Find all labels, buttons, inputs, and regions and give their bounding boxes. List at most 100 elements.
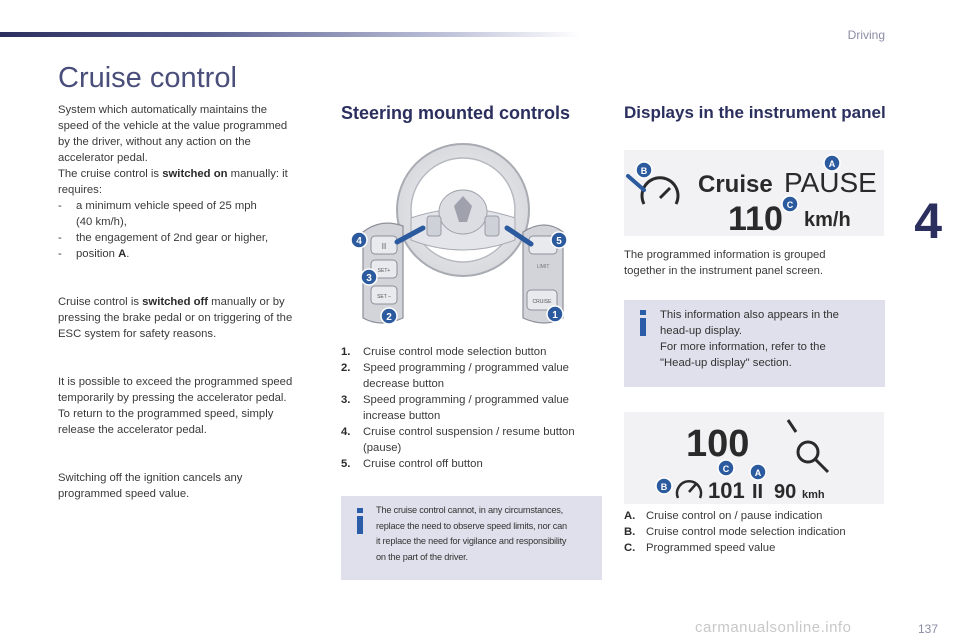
intro-line: by the driver, without any action on the: [58, 136, 251, 148]
steering-wheel: [396, 143, 530, 277]
intro-column: System which automatically maintains the…: [58, 102, 320, 502]
switched-on-bold: switched on: [162, 168, 228, 180]
header-gradient-bar: [0, 32, 580, 37]
callout-c: C: [781, 195, 799, 213]
speed-unit: km/h: [804, 209, 851, 231]
note-line: it replace the need for vigilance and re…: [376, 536, 567, 546]
info-icon: [640, 310, 646, 336]
item-text: increase button: [363, 410, 441, 422]
legend-item: B. Cruise control mode selection indicati…: [624, 524, 886, 540]
callout-letter: A: [755, 468, 762, 478]
callout-a: A: [823, 154, 841, 172]
limit-label: LIMIT: [537, 264, 550, 270]
callout-letter: B: [641, 166, 648, 176]
callout-2: 2: [380, 307, 398, 325]
item-number: 2.: [341, 362, 351, 374]
text: The cruise control is: [58, 168, 163, 180]
callout-number: 1: [552, 310, 558, 321]
callout-3: 3: [360, 268, 378, 286]
cruise-label: CRUISE: [533, 299, 553, 305]
cruise-word: Cruise: [698, 171, 773, 198]
callout-b: B: [655, 477, 673, 495]
callout-number: 5: [556, 236, 562, 247]
cruise-pause-display: Cruise PAUSE 110 km/h A B C: [624, 150, 884, 236]
legend-item: A.Cruise control on / pause indication: [624, 508, 886, 524]
text: manually: it: [227, 168, 288, 180]
callout-1: 1: [546, 305, 564, 323]
position-bold: A: [118, 248, 127, 260]
item-text: Cruise control off button: [363, 458, 483, 470]
requirement-text: a minimum vehicle speed of 25 mph: [76, 200, 257, 212]
requirement-text: the engagement of 2nd gear or higher,: [76, 232, 269, 244]
description-line: together in the instrument panel screen.: [624, 265, 824, 277]
requirement-item: -the engagement of 2nd gear or higher,: [58, 230, 320, 246]
displays-description: The programmed information is grouped to…: [624, 247, 886, 279]
dash: -: [58, 248, 62, 260]
warning-note: The cruise control cannot, in any circum…: [341, 496, 602, 580]
exceed-line: To return to the programmed speed, simpl…: [58, 408, 274, 420]
item-text: (pause): [363, 442, 402, 454]
note-line: replace the need to observe speed limits…: [376, 520, 567, 531]
speed-unit: kmh: [802, 489, 825, 501]
set-minus-label: SET –: [377, 294, 391, 300]
note-line: on the part of the driver.: [376, 551, 468, 562]
displays-heading: Displays in the instrument panel: [624, 103, 886, 122]
callout-number: 4: [356, 236, 362, 247]
callout-c: C: [717, 459, 735, 477]
switch-off-line: Cruise control is switched off manually …: [58, 294, 320, 310]
legend-key: C.: [624, 542, 636, 554]
legend-key: B.: [624, 526, 636, 538]
display-legend: A.Cruise control on / pause indication B…: [624, 508, 886, 556]
left-control-pod: II SET+ SET –: [362, 222, 404, 324]
head-up-display: 100 101 II 90 kmh A B C: [624, 412, 884, 504]
list-item: 5.Cruise control off button: [341, 456, 603, 472]
exceed-line: temporarily by pressing the accelerator …: [58, 392, 287, 404]
item-number: 1.: [341, 346, 351, 358]
legend-text: Cruise control mode selection indication: [646, 526, 846, 538]
callout-letter: C: [723, 464, 730, 474]
callout-4: 4: [350, 231, 368, 249]
requires-line: requires:: [58, 184, 102, 196]
requirement-text: (40 km/h),: [76, 216, 127, 228]
list-item-continued: increase button: [341, 408, 603, 424]
requirement-item: -position A.: [58, 246, 320, 262]
note-line: For more information, refer to the: [660, 341, 826, 353]
item-text: decrease button: [363, 378, 445, 390]
warning-note-text: The cruise control cannot, in any circum…: [376, 503, 600, 565]
exceed-line: It is possible to exceed the programmed …: [58, 376, 293, 388]
indicator-arrows: [394, 225, 534, 247]
note-line: This information also appears in the: [660, 309, 839, 321]
callout-letter: A: [829, 159, 836, 169]
list-item: 2.Speed programming / programmed value: [341, 360, 603, 376]
steering-heading: Steering mounted controls: [341, 103, 571, 123]
ignition-line: programmed speed value.: [58, 488, 190, 500]
intro-line: System which automatically maintains the: [58, 104, 268, 116]
switch-off-line: ESC system for safety reasons.: [58, 328, 217, 340]
callout-letter: B: [661, 482, 668, 492]
limit-speed: 90: [774, 481, 796, 503]
switch-on-line: The cruise control is switched on manual…: [58, 166, 320, 182]
list-item: 4.Cruise control suspension / resume but…: [341, 424, 603, 440]
list-item: 3.Speed programming / programmed value: [341, 392, 603, 408]
text: Cruise control is: [58, 296, 143, 308]
pause-button-label: II: [382, 242, 386, 251]
item-text: Speed programming / programmed value: [363, 394, 569, 406]
item-text: Cruise control suspension / resume butto…: [363, 426, 575, 438]
info-note-text: This information also appears in the hea…: [660, 307, 880, 371]
list-item-continued: (pause): [341, 440, 603, 456]
requirement-item: (40 km/h),: [58, 214, 320, 230]
note-line: head-up display.: [660, 325, 743, 337]
text: manually or by: [208, 296, 285, 308]
list-item-continued: decrease button: [341, 376, 603, 392]
info-note: This information also appears in the hea…: [624, 300, 885, 387]
speedometer-icon: [675, 480, 703, 499]
requirement-item: - a minimum vehicle speed of 25 mph: [58, 198, 320, 214]
ignition-line: Switching off the ignition cancels any: [58, 472, 243, 484]
dash: -: [58, 200, 62, 212]
steering-controls-list: 1.Cruise control mode selection button 2…: [341, 344, 603, 472]
exceed-line: release the accelerator pedal.: [58, 424, 207, 436]
switch-off-line: pressing the brake pedal or on triggerin…: [58, 312, 293, 324]
right-control-pod: LIMIT CRUISE: [522, 224, 564, 324]
watermark: carmanualsonline.info: [695, 619, 852, 636]
callout-number: 3: [366, 273, 372, 284]
